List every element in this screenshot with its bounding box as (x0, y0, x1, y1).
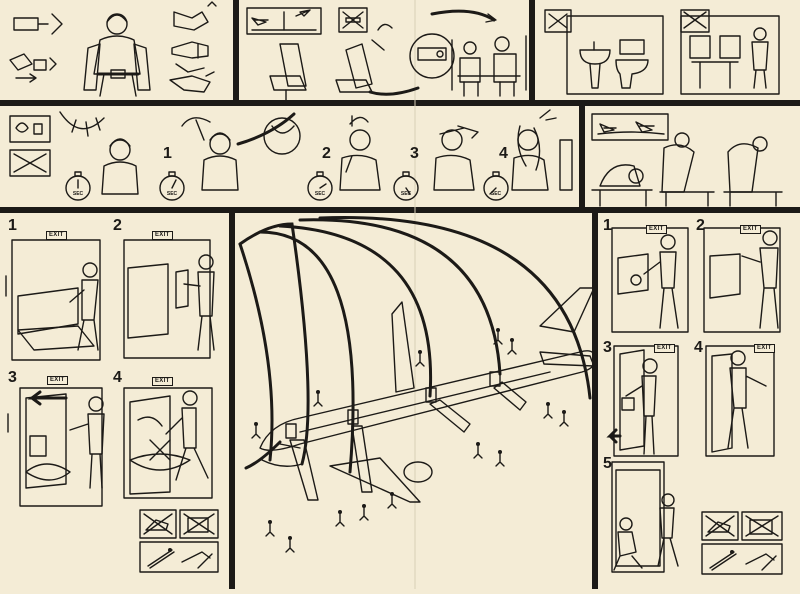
no-bag-icon (680, 9, 710, 33)
airplane-landing-icon (591, 113, 669, 141)
no-smoking-icon (338, 7, 368, 33)
left-door-step-number: 2 (113, 217, 122, 234)
seated-passenger-figure (83, 13, 151, 97)
exit-sign: EXIT (152, 231, 173, 240)
seat-upright-figure (269, 23, 393, 101)
right-door-step-number: 4 (694, 339, 703, 356)
no-smoking-icon (9, 149, 51, 177)
oxygen-step-number: 4 (499, 145, 508, 162)
no-high-heels-icon (701, 511, 739, 541)
panel-evacuation (238, 216, 597, 553)
tray-table-inset (368, 9, 497, 96)
stopwatch-label: SEC (72, 191, 84, 197)
exit-sign: EXIT (654, 344, 675, 353)
door-step-2 (123, 239, 215, 359)
seatbelt-hands-icon (169, 1, 217, 93)
stopwatch-label: SEC (166, 191, 178, 197)
panel-oxygen (9, 109, 573, 201)
exit-sign: EXIT (152, 377, 173, 386)
door-step-1 (5, 239, 101, 361)
oxygen-step-number: 1 (163, 145, 172, 162)
exit-sign: EXIT (754, 344, 775, 353)
door-step-1 (611, 227, 689, 333)
panel-left-door (5, 239, 219, 573)
no-bag-icon (741, 511, 783, 541)
evacuation-slide-icon (701, 543, 783, 575)
door-step-2 (703, 227, 781, 333)
panel-lavatory (544, 9, 780, 95)
stopwatch-icon (483, 171, 509, 201)
right-door-step-number: 3 (603, 339, 612, 356)
exit-sign: EXIT (646, 225, 667, 234)
airplane-takeoff-icon (246, 7, 322, 35)
door-step-3 (606, 345, 679, 457)
panel-brace-position (591, 113, 783, 207)
oxygen-mask-icon (9, 115, 51, 143)
exit-sign: EXIT (46, 231, 67, 240)
stopwatch-label: SEC (314, 191, 326, 197)
oxygen-step-number: 2 (322, 145, 331, 162)
left-door-step-number: 4 (113, 369, 122, 386)
aircraft-figure (259, 287, 597, 503)
no-smoking-icon (544, 9, 572, 33)
stopwatch-icon (307, 171, 333, 201)
panel-seatbelt (9, 1, 217, 97)
no-bag-icon (179, 509, 219, 539)
door-step-4 (123, 387, 213, 499)
right-door-step-number: 1 (603, 217, 612, 234)
right-door-step-number: 2 (696, 217, 705, 234)
exit-sign: EXIT (47, 376, 68, 385)
stopwatch-icon (393, 171, 419, 201)
oxygen-step-figures (101, 109, 573, 195)
evacuees-figures (251, 328, 569, 553)
sink-icon (579, 41, 611, 89)
seated-passengers-figure (451, 35, 527, 97)
right-door-step-number: 5 (603, 455, 612, 472)
door-step-3 (7, 387, 105, 507)
oxygen-step-number: 3 (410, 145, 419, 162)
left-door-step-number: 3 (8, 369, 17, 386)
no-high-heels-icon (139, 509, 177, 539)
panel-takeoff-landing (246, 7, 527, 101)
stopwatch-label: SEC (490, 191, 502, 197)
door-step-4 (705, 345, 775, 457)
stopwatch-label: SEC (400, 191, 412, 197)
left-door-step-number: 1 (8, 217, 17, 234)
toilet-icon (615, 39, 649, 89)
exit-sign: EXIT (740, 225, 761, 234)
cabin-standing-figure (689, 27, 769, 89)
evacuation-slide-icon (139, 541, 219, 573)
seatbelt-buckle-icon (9, 13, 63, 83)
stopwatch-icon (159, 171, 185, 201)
brace-position-icon (591, 132, 783, 207)
callout-curves (238, 216, 592, 474)
stopwatch-icon (65, 171, 91, 201)
door-step-5 (611, 461, 679, 573)
panel-right-door (606, 227, 783, 575)
